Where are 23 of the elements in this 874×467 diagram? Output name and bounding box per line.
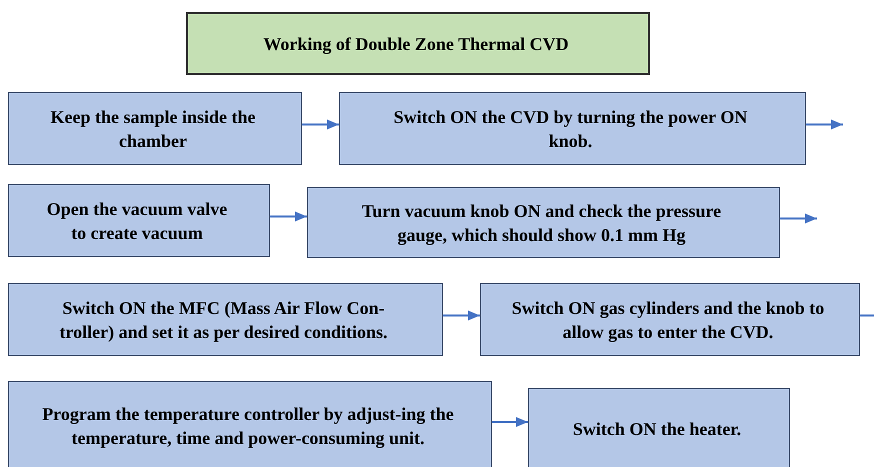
- step-text: Switch ON the CVD by turning the power ON knob.: [392, 106, 748, 152]
- process-box: [8, 92, 302, 165]
- arrow: [270, 212, 307, 222]
- step-text: Switch ON the MFC (Mass Air Flow Con-troller) and set it as per desired conditions.: [58, 296, 388, 344]
- process-box: [8, 283, 443, 356]
- arrow: [443, 310, 480, 320]
- step-text: Switch ON gas cylinders and the knob to allow gas to enter the CVD.: [511, 296, 825, 344]
- arrow: [492, 417, 528, 427]
- process-box: [339, 92, 806, 165]
- process-box: [307, 187, 780, 258]
- step-text: Keep the sample inside the chamber: [50, 106, 256, 152]
- arrow: [806, 120, 843, 130]
- process-box: [8, 381, 492, 467]
- title-text: Working of Double Zone Thermal CVD: [263, 32, 569, 56]
- step-text: Switch ON the heater.: [572, 418, 742, 441]
- step-text: Program the temperature controller by adjust-ing the temperature, time and power-consuming unit.: [41, 403, 455, 450]
- process-box: [480, 283, 860, 356]
- process-box: [8, 184, 270, 257]
- arrow: [780, 214, 817, 224]
- process-box: [528, 388, 790, 467]
- step-text: Open the vacuum valve to create vacuum: [46, 198, 228, 244]
- step-text: Turn vacuum knob ON and check the pressure gauge, which should show 0.1 mm Hg: [360, 200, 722, 246]
- arrow: [302, 120, 339, 130]
